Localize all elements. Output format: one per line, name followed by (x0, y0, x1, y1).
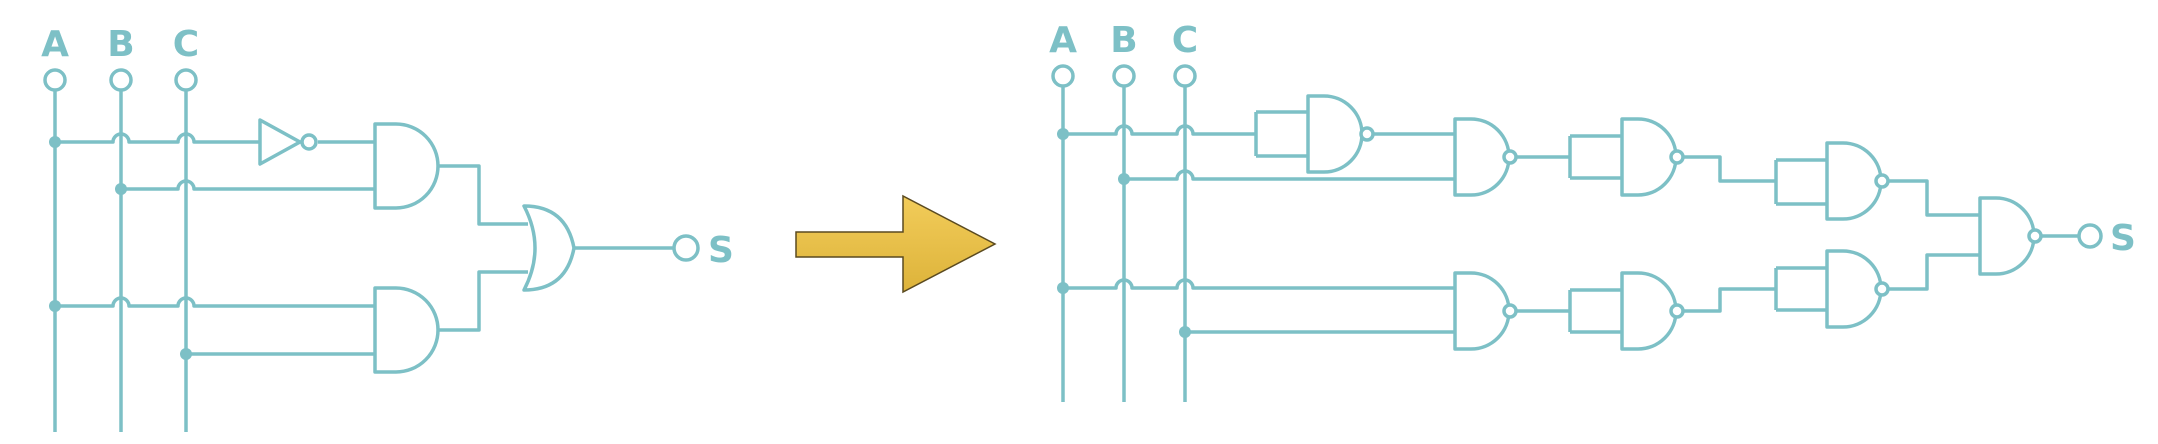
junction-dot (1179, 326, 1191, 338)
output-label-s: S (708, 230, 734, 271)
nand-gate-bubble (2027, 228, 2043, 244)
wire-nand4-final (1889, 179, 1980, 217)
junction-dot (49, 300, 61, 312)
output-label-s: S (2110, 218, 2136, 259)
nand-gate-bubble (1359, 126, 1375, 142)
output-terminal-s (672, 234, 700, 262)
nand6-tie (1568, 288, 1622, 334)
input-label-b: B (107, 24, 134, 65)
nand7-tie (1774, 266, 1827, 312)
wire-b-top (1124, 169, 1455, 181)
junction-dot (1118, 173, 1130, 185)
wire-b-top (121, 179, 375, 191)
nand-gate (1825, 141, 1883, 221)
input-label-a: A (1049, 20, 1077, 61)
wire-a-top (1063, 124, 1256, 136)
wire-a-bottom (1063, 278, 1455, 290)
junction-dot (1057, 128, 1069, 140)
wire-and2-or (424, 270, 528, 332)
nand-gate-bubble (1502, 149, 1518, 165)
right-arrow-icon (795, 194, 997, 294)
nand-gate (1620, 271, 1678, 351)
nand-gate (1453, 271, 1511, 351)
left-circuit: A B C S (41, 24, 734, 432)
junction-dot (115, 183, 127, 195)
not-gate-bubble (300, 133, 318, 151)
input-label-c: C (1172, 20, 1198, 61)
wire-nand3-nand4 (1683, 155, 1776, 183)
nand-gate-bubble (1502, 303, 1518, 319)
input-terminal-c (1173, 64, 1197, 88)
nand-gate-bubble (1874, 173, 1890, 189)
input-label-c: C (173, 24, 199, 65)
junction-dot (1057, 282, 1069, 294)
junction-dot (180, 348, 192, 360)
left-wires (53, 89, 674, 432)
nand-gate (1978, 196, 2036, 276)
wire-a-top (55, 132, 260, 144)
wire-nand7-final (1889, 253, 1980, 291)
nand-gate-bubble (1669, 303, 1685, 319)
nand-gate (1453, 117, 1511, 197)
or-gate (522, 204, 576, 292)
wire-and1-or (424, 164, 528, 226)
nand-gate (1620, 117, 1678, 197)
left-gates (258, 118, 576, 374)
input-terminal-a (43, 68, 67, 92)
input-label-b: B (1110, 20, 1137, 61)
right-wires (1061, 86, 2080, 402)
nand3-tie (1568, 134, 1622, 180)
nand-gate (1825, 249, 1883, 329)
output-terminal-s (2077, 223, 2103, 249)
junction-dot (49, 136, 61, 148)
input-terminal-b (1112, 64, 1136, 88)
and-gate (373, 122, 440, 210)
right-gates (1306, 94, 2043, 351)
nand-gate (1306, 94, 1364, 174)
right-circuit: A B C S (1049, 20, 2136, 402)
input-terminal-a (1051, 64, 1075, 88)
not-gate (258, 118, 302, 166)
nand4-tie (1774, 158, 1827, 206)
wire-a-bottom (55, 296, 375, 308)
input-terminal-c (174, 68, 198, 92)
nand-gate-bubble (1669, 149, 1685, 165)
wire-nand6-nand7 (1683, 287, 1776, 313)
input-terminal-b (109, 68, 133, 92)
nand1-tie (1254, 110, 1308, 158)
input-label-a: A (41, 24, 69, 65)
nand-gate-bubble (1874, 281, 1890, 297)
and-gate (373, 286, 440, 374)
